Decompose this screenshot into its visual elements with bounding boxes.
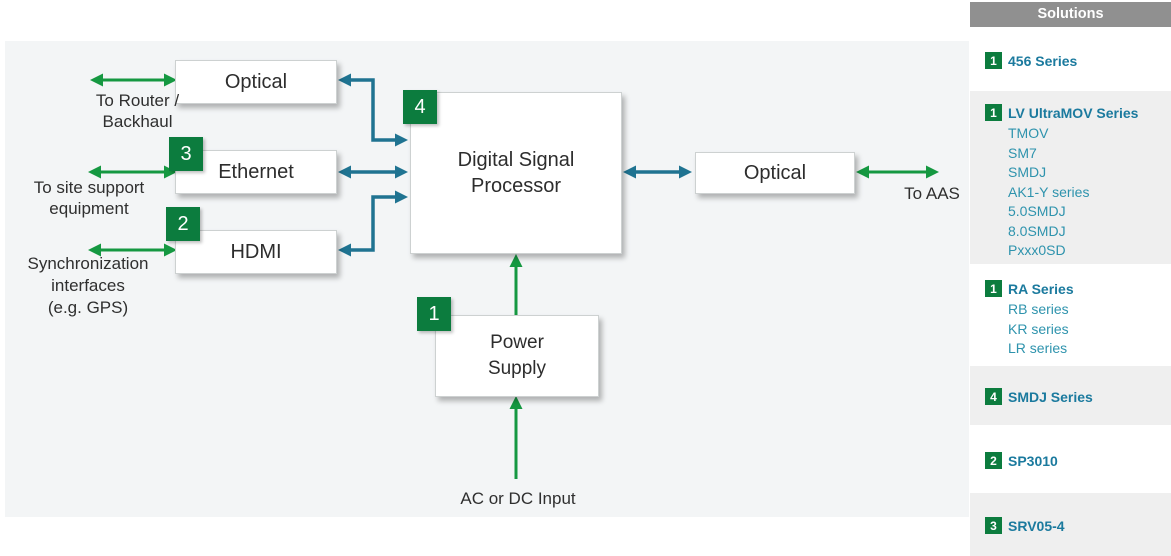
power-supply-block: Power Supply	[435, 315, 599, 397]
sidebar-section-ra-series: 1 RA Series RB series KR series LR serie…	[970, 264, 1171, 366]
sidebar-subitem-rb-series[interactable]: RB series	[1008, 301, 1069, 317]
sidebar-subitem-ak1y[interactable]: AK1-Y series	[1008, 183, 1090, 200]
sidebar-section-srv05-4: 3 SRV05-4	[970, 493, 1171, 556]
sidebar-subitem-smdj[interactable]: SMDJ	[1008, 164, 1047, 180]
sp3010-link[interactable]: SP3010	[1008, 452, 1058, 469]
optical-left-block: Optical	[175, 60, 337, 104]
sidebar-section-456-series: 1 456 Series	[970, 27, 1171, 91]
456-series-badge: 1	[985, 52, 1002, 69]
sidebar-section-smdj-series: 4 SMDJ Series	[970, 366, 1171, 425]
power-label-line1: Power	[490, 332, 544, 353]
hdmi-number-badge: 2	[166, 207, 200, 241]
power-number-badge: 1	[417, 297, 451, 331]
to-aas-label: To AAS	[904, 184, 960, 203]
solutions-sidebar: 1 456 Series 1 LV UltraMOV Series TMOV S…	[970, 27, 1171, 556]
sidebar-section-lv-ultramov: 1 LV UltraMOV Series TMOV SM7 SMDJ AK1-Y…	[970, 91, 1171, 264]
sidebar-subitem-80smdj[interactable]: 8.0SMDJ	[1008, 222, 1066, 239]
solutions-header: Solutions	[970, 2, 1171, 27]
ethernet-number-badge: 3	[169, 137, 203, 171]
hdmi-label: HDMI	[230, 241, 282, 263]
sidebar-item-456-series[interactable]: 1 456 Series	[985, 52, 1171, 69]
ra-series-badge: 1	[985, 280, 1002, 297]
ethernet-label: Ethernet	[218, 161, 294, 183]
optical-right-block: Optical	[695, 152, 855, 194]
sidebar-subitem-lr-series[interactable]: LR series	[1008, 340, 1068, 356]
sidebar-item-smdj-series[interactable]: 4 SMDJ Series	[985, 388, 1171, 405]
optical-right-label: Optical	[743, 162, 807, 184]
sync-interfaces-label: Synchronization interfaces (e.g. GPS)	[27, 254, 149, 317]
sp3010-badge: 2	[985, 452, 1002, 469]
sidebar-item-ra-series[interactable]: 1 RA Series	[985, 280, 1171, 297]
ra-series-sublist: RB series KR series LR series	[1008, 300, 1171, 359]
sidebar-subitem-sm7[interactable]: SM7	[1008, 144, 1037, 161]
dsp-block: Digital Signal Processor	[410, 92, 622, 254]
site-support-label: To site support equipment	[33, 178, 145, 218]
sidebar-item-srv05-4[interactable]: 3 SRV05-4	[985, 517, 1171, 534]
sidebar-subitem-50smdj[interactable]: 5.0SMDJ	[1008, 203, 1066, 219]
hdmi-block: HDMI	[175, 230, 337, 274]
dsp-label-line1: Digital Signal	[457, 149, 575, 171]
srv05-4-badge: 3	[985, 517, 1002, 534]
dsp-label-line2: Processor	[470, 175, 562, 197]
sidebar-subitem-kr-series[interactable]: KR series	[1008, 320, 1069, 337]
lv-ultramov-badge: 1	[985, 104, 1002, 121]
optical-left-label: Optical	[224, 71, 288, 93]
power-label-line2: Supply	[487, 358, 547, 379]
ra-series-link[interactable]: RA Series	[1008, 280, 1074, 297]
lv-ultramov-link[interactable]: LV UltraMOV Series	[1008, 104, 1139, 121]
sidebar-item-sp3010[interactable]: 2 SP3010	[985, 452, 1171, 469]
sidebar-subitem-pxxx0sd[interactable]: Pxxx0SD	[1008, 242, 1066, 258]
srv05-4-link[interactable]: SRV05-4	[1008, 517, 1065, 534]
router-backhaul-label: To Router / Backhaul	[95, 91, 180, 131]
smdj-series-link[interactable]: SMDJ Series	[1008, 388, 1093, 405]
sidebar-subitem-tmov[interactable]: TMOV	[1008, 125, 1049, 141]
ac-dc-input-label: AC or DC Input	[460, 489, 576, 508]
sidebar-item-lv-ultramov[interactable]: 1 LV UltraMOV Series	[985, 104, 1171, 121]
dsp-number-badge: 4	[403, 90, 437, 124]
sidebar-section-sp3010: 2 SP3010	[970, 425, 1171, 493]
smdj-series-badge: 4	[985, 388, 1002, 405]
456-series-link[interactable]: 456 Series	[1008, 52, 1078, 69]
lv-ultramov-sublist: TMOV SM7 SMDJ AK1-Y series 5.0SMDJ 8.0SM…	[1008, 124, 1171, 261]
